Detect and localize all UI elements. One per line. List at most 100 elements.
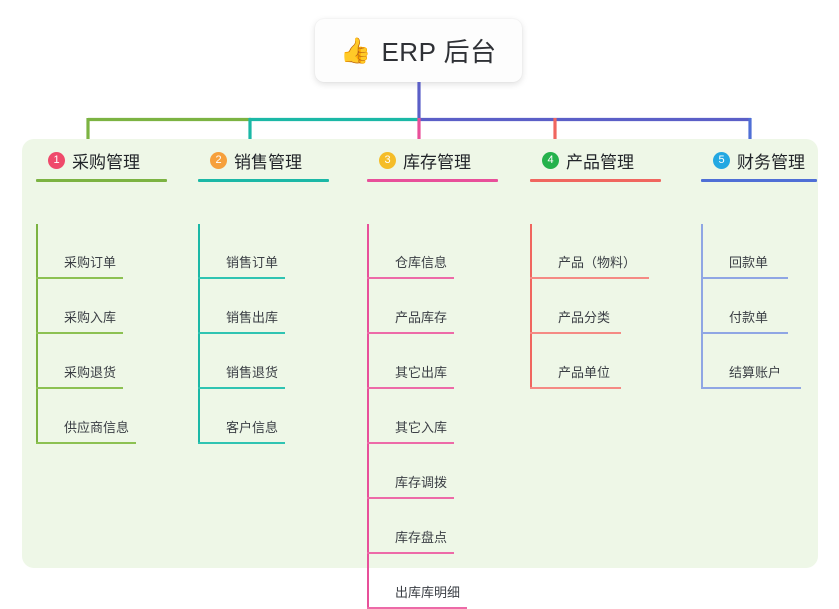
item-label: 销售退货	[226, 365, 279, 380]
column-badge: 2	[210, 151, 227, 169]
list-item[interactable]: 仓库信息	[367, 224, 505, 279]
list-item[interactable]: 产品分类	[530, 279, 670, 334]
column-underline	[367, 179, 498, 182]
item-label: 其它出库	[395, 365, 448, 380]
item-label: 仓库信息	[395, 255, 448, 270]
item-label: 结算账户	[729, 365, 782, 380]
list-item[interactable]: 回款单	[701, 224, 821, 279]
column-badge: 3	[379, 151, 396, 169]
item-label: 客户信息	[226, 420, 279, 435]
root-title: ERP 后台	[381, 37, 497, 67]
list-item[interactable]: 产品单位	[530, 334, 670, 389]
list-item[interactable]: 采购退货	[36, 334, 174, 389]
list-item[interactable]: 供应商信息	[36, 389, 174, 444]
list-item[interactable]: 库存盘点	[367, 499, 505, 554]
column-header[interactable]: 4 产品管理	[530, 139, 670, 181]
column-items: 销售订单 销售出库 销售退货 客户信息	[198, 224, 336, 444]
item-underline	[198, 387, 285, 389]
item-underline	[701, 277, 788, 279]
item-underline	[36, 387, 123, 389]
column-finance: 5 财务管理 回款单 付款单 结算账户	[701, 139, 821, 389]
item-label: 采购入库	[64, 310, 117, 325]
item-underline	[530, 277, 649, 279]
item-label: 库存调拨	[395, 475, 448, 490]
column-items: 采购订单 采购入库 采购退货 供应商信息	[36, 224, 174, 444]
column-spine	[530, 224, 532, 389]
column-procurement: 1 采购管理 采购订单 采购入库 采购退货 供应商信	[36, 139, 174, 444]
column-spine	[701, 224, 703, 389]
column-underline	[530, 179, 661, 182]
column-badge: 4	[542, 151, 559, 169]
list-item[interactable]: 出库库明细	[367, 554, 505, 609]
list-item[interactable]: 采购订单	[36, 224, 174, 279]
item-underline	[367, 552, 454, 554]
item-underline	[36, 277, 123, 279]
list-item[interactable]: 产品（物料）	[530, 224, 670, 279]
item-underline	[701, 387, 801, 389]
item-underline	[701, 332, 788, 334]
item-underline	[36, 332, 123, 334]
column-header[interactable]: 3 库存管理	[367, 139, 505, 181]
list-item[interactable]: 产品库存	[367, 279, 505, 334]
list-item[interactable]: 其它入库	[367, 389, 505, 444]
thumbs-up-icon: 👍	[340, 36, 372, 65]
column-inventory: 3 库存管理 仓库信息 产品库存 其它出库 其它入库	[367, 139, 505, 609]
root-node[interactable]: 👍 ERP 后台	[315, 19, 522, 82]
item-underline	[367, 387, 454, 389]
item-label: 采购退货	[64, 365, 117, 380]
column-title: 库存管理	[403, 152, 471, 172]
list-item[interactable]: 采购入库	[36, 279, 174, 334]
column-spine	[367, 224, 369, 609]
item-underline	[198, 277, 285, 279]
column-title: 产品管理	[566, 152, 634, 172]
list-item[interactable]: 销售退货	[198, 334, 336, 389]
mindmap-canvas: 👍 ERP 后台 1 采购管理 采购订单	[22, 19, 821, 609]
item-underline	[530, 332, 621, 334]
item-underline	[367, 442, 454, 444]
column-product: 4 产品管理 产品（物料） 产品分类 产品单位	[530, 139, 670, 389]
column-badge: 1	[48, 151, 65, 169]
item-underline	[198, 332, 285, 334]
list-item[interactable]: 结算账户	[701, 334, 821, 389]
item-label: 其它入库	[395, 420, 448, 435]
column-spine	[36, 224, 38, 444]
item-label: 供应商信息	[64, 420, 130, 435]
item-label: 产品单位	[558, 365, 611, 380]
column-header[interactable]: 2 销售管理	[198, 139, 336, 181]
item-label: 出库库明细	[395, 585, 461, 600]
item-label: 产品（物料）	[558, 255, 637, 270]
column-badge: 5	[713, 151, 730, 169]
item-label: 回款单	[729, 255, 769, 270]
list-item[interactable]: 付款单	[701, 279, 821, 334]
item-label: 产品分类	[558, 310, 611, 325]
item-underline	[367, 332, 454, 334]
connector-lines	[86, 82, 752, 142]
column-items: 仓库信息 产品库存 其它出库 其它入库 库存调拨	[367, 224, 505, 609]
item-underline	[530, 387, 621, 389]
column-sales: 2 销售管理 销售订单 销售出库 销售退货 客户信息	[198, 139, 336, 444]
item-label: 产品库存	[395, 310, 448, 325]
column-items: 回款单 付款单 结算账户	[701, 224, 821, 389]
list-item[interactable]: 销售出库	[198, 279, 336, 334]
item-label: 销售出库	[226, 310, 279, 325]
item-label: 库存盘点	[395, 530, 448, 545]
list-item[interactable]: 销售订单	[198, 224, 336, 279]
list-item[interactable]: 库存调拨	[367, 444, 505, 499]
item-label: 付款单	[729, 310, 769, 325]
column-underline	[198, 179, 329, 182]
list-item[interactable]: 客户信息	[198, 389, 336, 444]
column-header[interactable]: 5 财务管理	[701, 139, 821, 181]
diagram-panel: 1 采购管理 采购订单 采购入库 采购退货 供应商信	[22, 139, 821, 609]
item-underline	[36, 442, 136, 444]
column-title: 财务管理	[737, 152, 805, 172]
column-underline	[701, 179, 817, 182]
column-underline	[36, 179, 167, 182]
list-item[interactable]: 其它出库	[367, 334, 505, 389]
item-underline	[198, 442, 285, 444]
item-underline	[367, 497, 454, 499]
item-label: 采购订单	[64, 255, 117, 270]
column-header[interactable]: 1 采购管理	[36, 139, 174, 181]
column-title: 采购管理	[72, 152, 140, 172]
item-underline	[367, 277, 454, 279]
column-items: 产品（物料） 产品分类 产品单位	[530, 224, 670, 389]
